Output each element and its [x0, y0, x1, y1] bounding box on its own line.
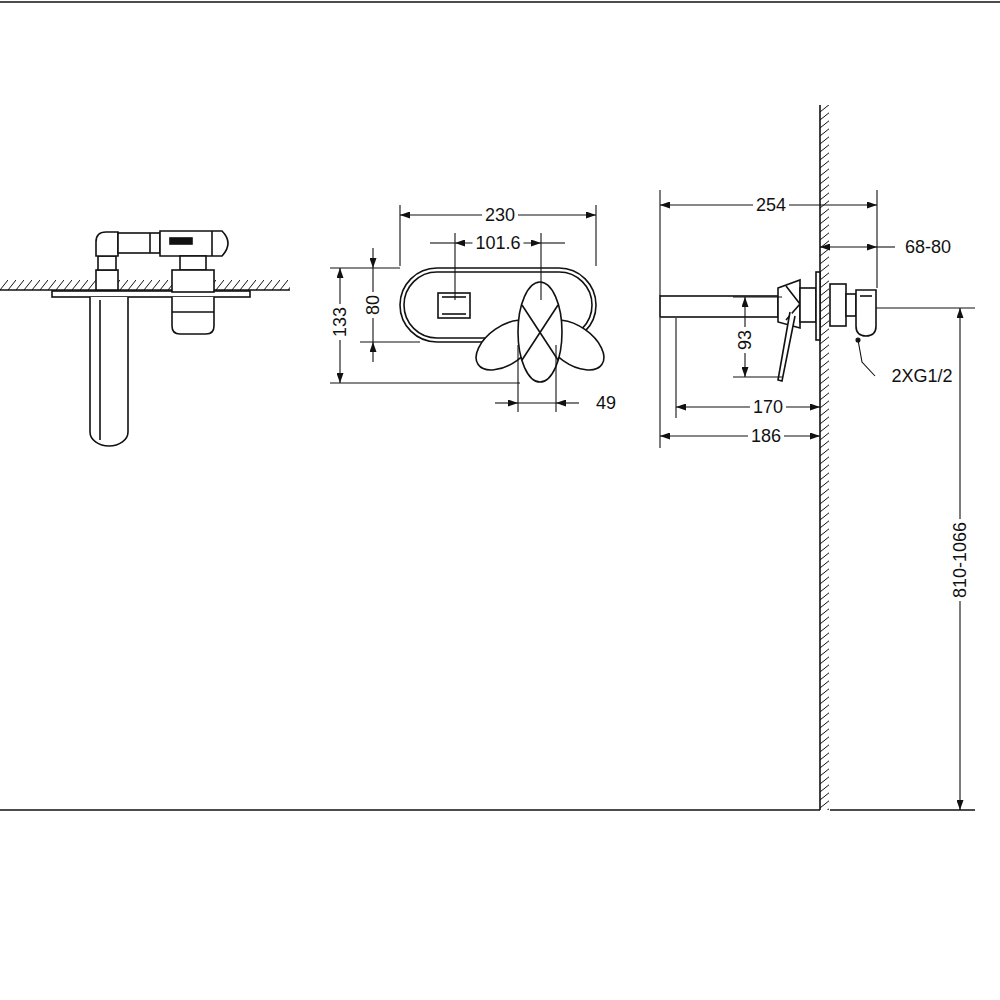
drawing-circle — [856, 338, 860, 342]
dimension-label: 68-80 — [902, 237, 954, 257]
drawing-rect — [816, 272, 820, 340]
drawing-rect — [830, 284, 846, 326]
drawing-line — [330, 382, 520, 383]
drawing-path — [96, 232, 118, 256]
drawing-line — [820, 246, 877, 247]
dimension-label: 93 — [735, 327, 755, 353]
dimension-label: 186 — [748, 426, 784, 446]
drawing-line — [442, 313, 466, 315]
drawing-ellipse — [518, 282, 562, 382]
dimension-label: 2XG1/2 — [888, 366, 955, 386]
front-view — [400, 268, 613, 382]
drawing-line — [676, 406, 820, 407]
drawing-line — [819, 105, 821, 810]
dimension-label: 810-1066 — [950, 519, 970, 601]
drawing-path — [856, 290, 876, 336]
drawing-path — [160, 231, 228, 256]
front-dimensions — [330, 205, 596, 412]
dimension-label: 254 — [753, 195, 789, 215]
drawing-line — [733, 296, 782, 297]
drawing-rect — [820, 105, 829, 810]
drawing-rect — [98, 256, 116, 270]
drawing-line — [99, 300, 101, 440]
drawing-path — [778, 312, 795, 381]
drawing-line — [372, 342, 373, 362]
floor-line — [830, 809, 975, 811]
drawing-rect — [660, 296, 778, 317]
drawing-line — [430, 242, 455, 243]
dimension-label: 133 — [330, 304, 350, 340]
drawing-line — [877, 246, 895, 247]
drawing-path — [858, 340, 875, 376]
drawing-rect — [170, 238, 192, 244]
drawing-rect — [438, 293, 470, 318]
drawing-line — [360, 341, 420, 342]
drawing-rect — [96, 270, 118, 290]
drawing-line — [556, 402, 579, 403]
drawing-line — [541, 242, 565, 243]
drawing-path — [90, 297, 128, 446]
dimension-label: 101.6 — [472, 233, 523, 253]
side-view — [660, 105, 876, 810]
dimension-label: 49 — [593, 393, 619, 413]
drawing-rect — [180, 256, 206, 270]
drawing-line — [399, 205, 400, 266]
frame-line — [0, 1, 1000, 3]
dimension-label: 170 — [750, 397, 786, 417]
dimension-label: 80 — [363, 292, 383, 318]
drawing-rect — [172, 270, 214, 292]
top-view — [0, 231, 290, 446]
drawing-line — [149, 233, 151, 253]
drawing-line — [595, 205, 596, 266]
drawing-line — [495, 402, 518, 403]
side-dimensions — [660, 190, 975, 810]
drawing-line — [211, 231, 213, 256]
dimension-label: 230 — [482, 205, 518, 225]
drawing-rect — [0, 280, 290, 290]
drawing-line — [555, 345, 556, 412]
drawing-line — [522, 305, 558, 360]
drawing-rect — [52, 291, 250, 297]
drawing-line — [518, 402, 556, 403]
drawing-line — [172, 311, 214, 313]
drawing-line — [659, 190, 660, 296]
drawing-line — [733, 376, 782, 377]
drawing-rect — [800, 288, 816, 322]
drawing-line — [860, 295, 872, 297]
drawing-path — [172, 297, 214, 334]
drawing-line — [675, 318, 676, 418]
drawing-line — [522, 305, 558, 360]
drawing-line — [372, 248, 373, 268]
drawing-line — [660, 435, 820, 436]
floor-line — [0, 809, 820, 811]
drawing-rect — [846, 294, 856, 316]
drawing-g — [0, 2, 1000, 810]
drawing-line — [517, 345, 518, 412]
drawing-line — [659, 318, 660, 448]
drawing-line — [442, 296, 466, 298]
drawing-rect — [118, 233, 160, 253]
